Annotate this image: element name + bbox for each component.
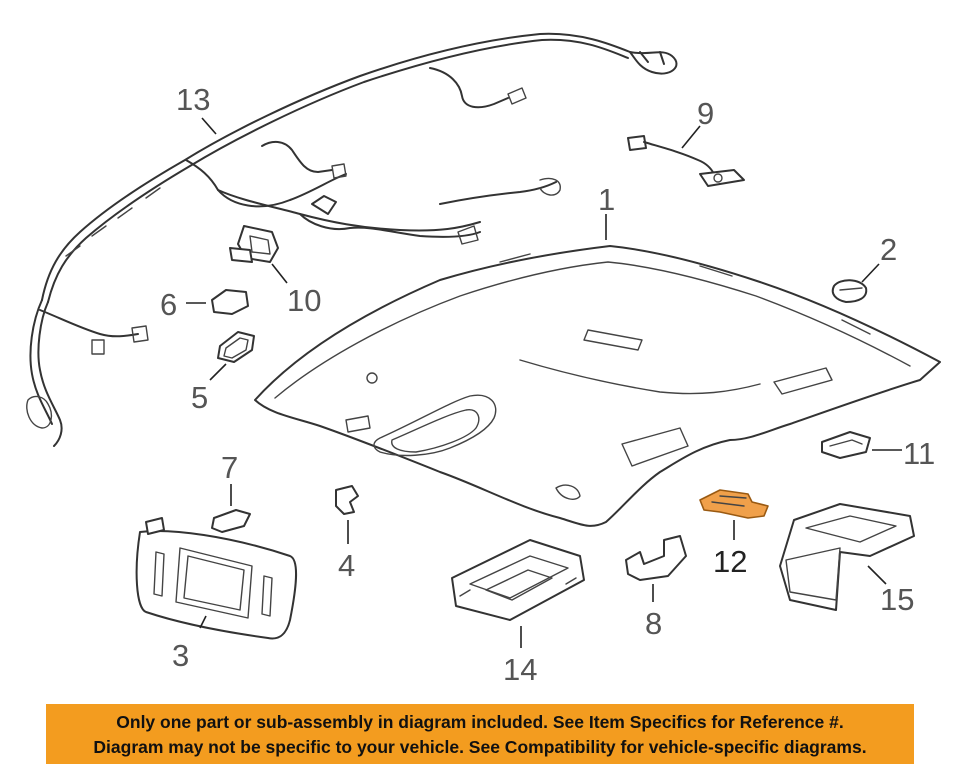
callout-14: 14	[503, 652, 537, 687]
callout-6: 6	[160, 287, 177, 322]
part-7-clip	[211, 509, 251, 533]
part-2-clip	[831, 279, 868, 303]
callout-1: 1	[598, 182, 615, 217]
callout-labels: 1 2 3 4 5 6 7 8 9 10 11 12 13 14 15	[160, 82, 935, 687]
callout-7: 7	[221, 450, 238, 485]
part-14-console	[451, 539, 585, 621]
disclaimer-banner: Only one part or sub-assembly in diagram…	[46, 704, 914, 764]
callout-11: 11	[903, 436, 935, 471]
part-5-lamp	[217, 331, 255, 363]
callout-9: 9	[697, 96, 714, 131]
part-3-sun-visor	[135, 517, 298, 640]
callout-8: 8	[645, 606, 662, 641]
leader-lines	[186, 117, 902, 648]
part-9-cable	[627, 135, 745, 187]
disclaimer-line-1: Only one part or sub-assembly in diagram…	[116, 712, 844, 732]
disclaimer-line-2: Diagram may not be specific to your vehi…	[93, 737, 867, 757]
part-13-wiring-harness	[26, 32, 678, 447]
callout-10: 10	[287, 283, 321, 318]
part-1-headliner	[254, 245, 941, 527]
part-11-lamp	[821, 431, 871, 459]
part-12-highlighted-bracket	[699, 489, 769, 519]
part-4-retainer	[335, 485, 359, 515]
callout-12: 12	[713, 544, 747, 579]
callout-5: 5	[191, 380, 208, 415]
part-15-video-display	[779, 503, 915, 611]
callout-15: 15	[880, 582, 914, 617]
callout-3: 3	[172, 638, 189, 673]
part-6-cover	[211, 289, 249, 315]
part-8-handle	[625, 535, 687, 581]
callout-13: 13	[176, 82, 210, 117]
callout-2: 2	[880, 232, 897, 267]
part-10-bracket	[229, 225, 279, 263]
callout-4: 4	[338, 548, 355, 583]
